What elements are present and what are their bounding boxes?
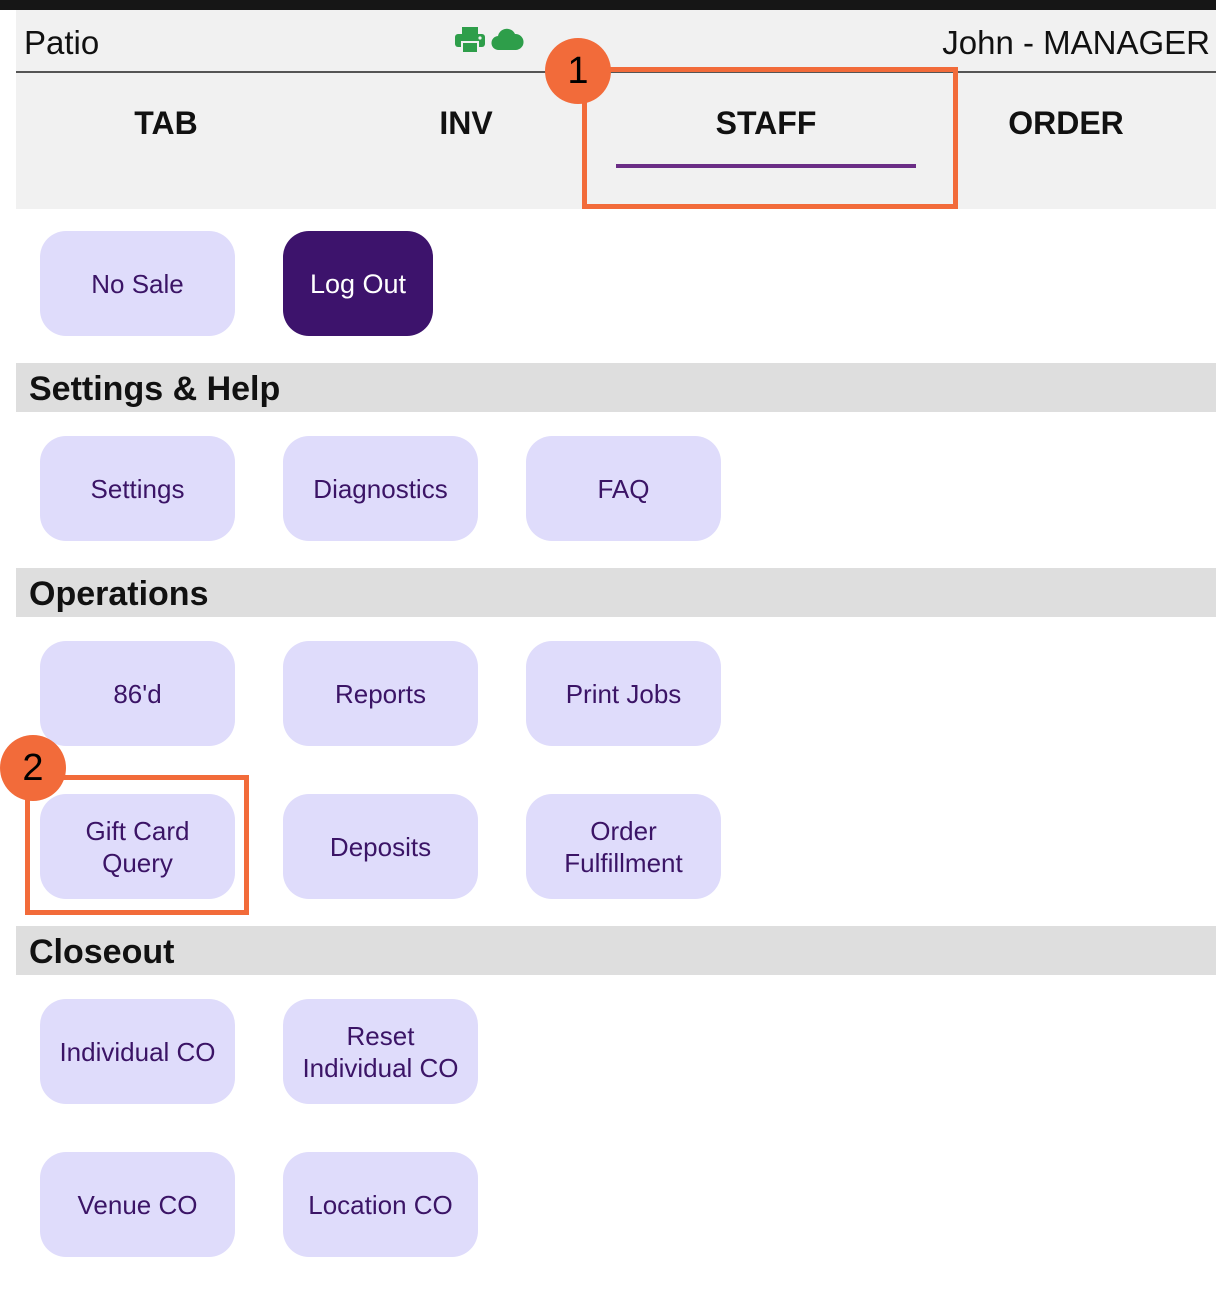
diagnostics-button[interactable]: Diagnostics [283,436,478,541]
individual-co-button[interactable]: Individual CO [40,999,235,1104]
gift-card-query-button[interactable]: Gift Card Query [40,794,235,899]
header: Patio John - MANAGER [16,10,1216,73]
annotation-box-staff-tab [582,67,958,209]
reports-button[interactable]: Reports [283,641,478,746]
faq-button[interactable]: FAQ [526,436,721,541]
section-title: Settings & Help [29,370,281,408]
section-title: Operations [29,575,209,613]
tab-tab[interactable]: TAB [134,105,198,141]
tab-selected-indicator [616,164,916,168]
tab-order[interactable]: ORDER [1008,105,1124,141]
status-icons [454,26,524,59]
venue-co-button[interactable]: Venue CO [40,1152,235,1257]
section-settings-help: Settings & Help [16,363,1216,412]
log-out-button[interactable]: Log Out [283,231,433,336]
annotation-box-gift-card [25,775,249,915]
print-jobs-button[interactable]: Print Jobs [526,641,721,746]
settings-button[interactable]: Settings [40,436,235,541]
tab-inv[interactable]: INV [439,105,493,141]
location-co-button[interactable]: Location CO [283,1152,478,1257]
annotation-badge-2: 2 [0,735,66,801]
tab-staff[interactable]: STAFF [715,105,817,141]
top-bar [0,0,1216,10]
reset-individual-co-button[interactable]: Reset Individual CO [283,999,478,1104]
order-fulfillment-button[interactable]: Order Fulfillment [526,794,721,899]
section-operations: Operations [16,568,1216,617]
cloud-icon [490,28,524,57]
no-sale-button[interactable]: No Sale [40,231,235,336]
location-name: Patio [24,24,100,61]
tab-bar: TAB INV STAFF ORDER [16,73,1216,209]
printer-icon [454,26,486,59]
86d-button[interactable]: 86'd [40,641,235,746]
section-title: Closeout [29,933,175,971]
user-label: John - MANAGER [942,24,1210,61]
annotation-badge-1: 1 [545,38,611,104]
deposits-button[interactable]: Deposits [283,794,478,899]
section-closeout: Closeout [16,926,1216,975]
